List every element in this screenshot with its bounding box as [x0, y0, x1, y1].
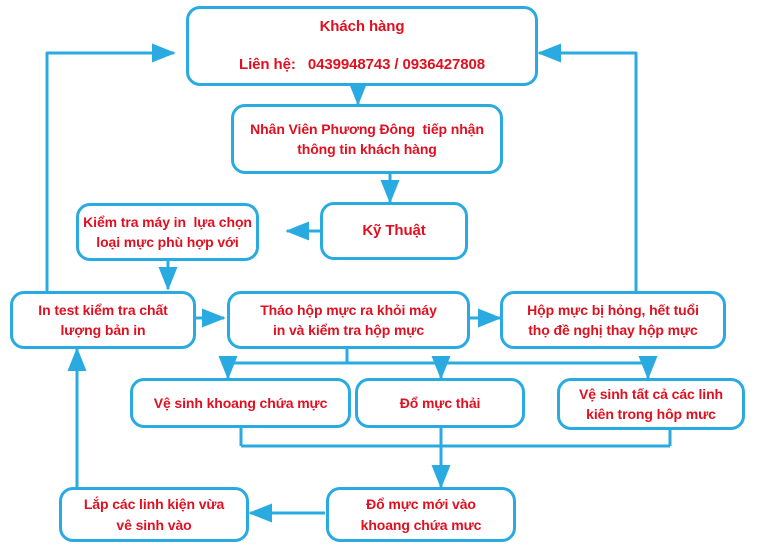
- node-nhan-vien-line2: thông tin khách hàng: [297, 141, 437, 157]
- node-do-muc-moi[interactable]: Đổ mực mới vào khoang chứa mưc: [326, 487, 516, 542]
- node-hop-muc-hong-line1: Hộp mực bị hỏng, hết tuổi: [527, 301, 699, 318]
- node-in-test-line2: lượng bản in: [60, 322, 146, 338]
- node-ve-sinh-linh-kien-line2: kiên trong hôp mưc: [586, 406, 716, 422]
- node-do-muc-moi-line2: khoang chứa mưc: [360, 516, 482, 533]
- node-nhan-vien[interactable]: Nhân Viên Phương Đông tiếp nhận thông ti…: [231, 104, 503, 174]
- node-kiem-tra-may-in[interactable]: Kiểm tra máy in lựa chọn loại mực phù hợ…: [76, 203, 259, 261]
- node-do-muc-thai[interactable]: Đổ mực thải: [355, 378, 525, 428]
- node-ky-thuat-line1: Kỹ Thuật: [362, 222, 426, 240]
- node-kiem-tra-may-in-line1: Kiểm tra máy in lựa chọn: [83, 213, 252, 230]
- node-ky-thuat[interactable]: Kỹ Thuật: [320, 202, 468, 260]
- node-hop-muc-hong[interactable]: Hộp mực bị hỏng, hết tuổi thọ đề nghị th…: [500, 291, 726, 349]
- node-khach-hang-line1: Khách hàng: [319, 18, 405, 36]
- node-lap-linh-kien[interactable]: Lắp các linh kiện vừa vê sinh vào: [59, 487, 249, 542]
- node-khach-hang[interactable]: Khách hàng Liên hệ: 0439948743 / 0936427…: [186, 6, 538, 86]
- node-do-muc-moi-line1: Đổ mực mới vào: [366, 496, 476, 513]
- node-khach-hang-line2: Liên hệ: 0439948743 / 0936427808: [239, 56, 485, 73]
- node-do-muc-thai-line1: Đổ mực thải: [399, 394, 481, 411]
- node-thao-hop-muc[interactable]: Tháo hộp mực ra khỏi máy in và kiểm tra …: [227, 291, 470, 349]
- node-in-test[interactable]: In test kiểm tra chất lượng bản in: [10, 291, 196, 349]
- node-thao-hop-muc-line2: in và kiểm tra hộp mực: [272, 322, 425, 338]
- node-ve-sinh-linh-kien-line1: Vệ sinh tất cả các linh: [579, 385, 723, 402]
- node-thao-hop-muc-line1: Tháo hộp mực ra khỏi máy: [260, 301, 437, 318]
- node-kiem-tra-may-in-line2: loại mực phù hợp với: [96, 234, 239, 250]
- node-lap-linh-kien-line2: vê sinh vào: [116, 516, 192, 533]
- node-hop-muc-hong-line2: thọ đề nghị thay hộp mực: [528, 322, 698, 338]
- node-ve-sinh-khoang[interactable]: Vệ sinh khoang chứa mực: [130, 378, 351, 428]
- node-ve-sinh-linh-kien[interactable]: Vệ sinh tất cả các linh kiên trong hôp m…: [557, 378, 745, 430]
- node-nhan-vien-line1: Nhân Viên Phương Đông tiếp nhận: [250, 120, 484, 137]
- node-lap-linh-kien-line1: Lắp các linh kiện vừa: [83, 496, 225, 513]
- node-ve-sinh-khoang-line1: Vệ sinh khoang chứa mực: [153, 394, 328, 411]
- edge-hopmuchong-to-khachhang: [537, 43, 638, 292]
- node-in-test-line1: In test kiểm tra chất: [38, 301, 168, 318]
